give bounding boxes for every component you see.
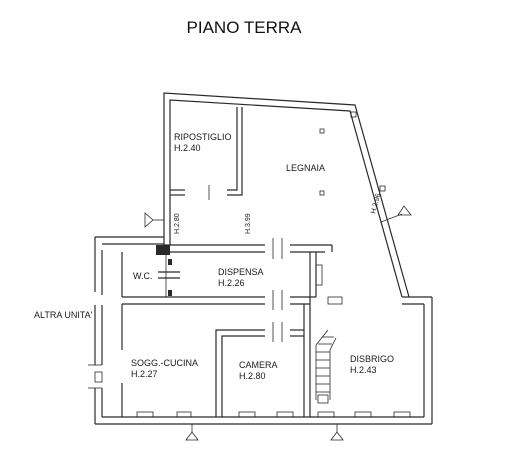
height-mark-h280: H.2.80 [174, 213, 181, 234]
section-marker-bottom-right [330, 431, 344, 441]
room-camera-name: CAMERA [239, 360, 278, 370]
room-soggiorno-height: H.2.27 [131, 369, 158, 379]
section-markers [144, 205, 412, 441]
windows-bottom [136, 411, 411, 418]
room-dispensa-name: DISPENSA [218, 267, 264, 277]
room-ripostiglio-name: RIPOSTIGLIO [174, 132, 232, 142]
section-marker-bottom-left [185, 431, 199, 441]
left-annex [88, 364, 103, 389]
room-ripostiglio-height: H.2.40 [174, 143, 201, 153]
room-soggiorno-name: SOGG.-CUCINA [131, 358, 198, 368]
altra-unita-label: ALTRA UNITA' [34, 310, 93, 320]
height-mark-h399: H.3.99 [245, 213, 252, 234]
ripostiglio-walls [170, 107, 243, 200]
room-camera-height: H.2.80 [239, 371, 266, 381]
plan-title: PIANO TERRA [187, 18, 303, 37]
height-mark-h296: H.2.96 [370, 193, 382, 215]
staircase [315, 329, 337, 404]
room-wc-name: W.C. [133, 271, 153, 281]
room-legnaia-name: LEGNAIA [286, 163, 325, 173]
legnaia-marks [319, 111, 386, 196]
room-labels: RIPOSTIGLIO H.2.40 LEGNAIA W.C. DISPENSA… [34, 132, 394, 381]
section-marker-left [144, 212, 154, 228]
room-disbrigo-height: H.2.43 [350, 365, 377, 375]
middle-walls [121, 238, 343, 417]
room-dispensa-height: H.2.26 [218, 278, 245, 288]
room-disbrigo-name: DISBRIGO [350, 354, 394, 364]
section-marker-right [397, 205, 412, 216]
height-marks: H.2.80 H.3.99 H.2.96 [174, 193, 382, 234]
